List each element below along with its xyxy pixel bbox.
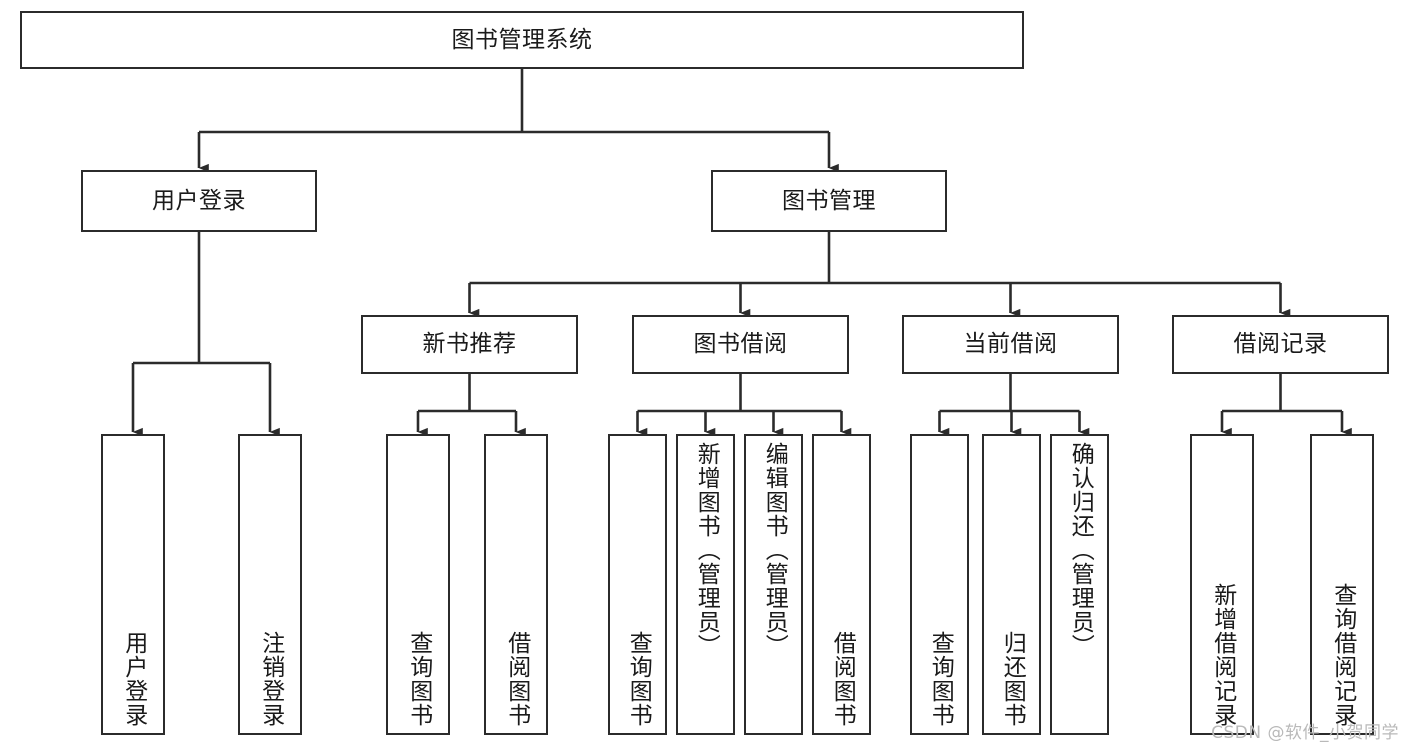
node-l-b1[interactable]: 借阅图书 (484, 434, 548, 735)
node-l-q2[interactable]: 查询图书 (608, 434, 667, 735)
node-label: 查询图书 (927, 631, 954, 727)
node-newbook[interactable]: 新书推荐 (361, 315, 578, 374)
node-l-addrec[interactable]: 新增借阅记录 (1190, 434, 1254, 735)
node-bookmgmt[interactable]: 图书管理 (711, 170, 947, 232)
node-label: 确认归还（管理员） (1067, 442, 1094, 658)
node-records[interactable]: 借阅记录 (1172, 315, 1389, 374)
node-login[interactable]: 用户登录 (81, 170, 317, 232)
node-l-b2[interactable]: 借阅图书 (812, 434, 871, 735)
node-label: 新增图书（管理员） (693, 442, 720, 658)
node-label: 归还图书 (999, 631, 1026, 727)
node-label: 新增借阅记录 (1209, 583, 1236, 727)
node-label: 借阅图书 (503, 631, 530, 727)
node-borrow[interactable]: 图书借阅 (632, 315, 849, 374)
watermark-label: CSDN @软件_小贺同学 (1211, 723, 1399, 743)
node-l-login[interactable]: 用户登录 (101, 434, 165, 735)
node-label: 编辑图书（管理员） (761, 442, 788, 658)
node-root[interactable]: 图书管理系统 (20, 11, 1024, 69)
node-label: 用户登录 (120, 631, 147, 727)
node-l-qrec[interactable]: 查询借阅记录 (1310, 434, 1374, 735)
node-l-q3[interactable]: 查询图书 (910, 434, 969, 735)
node-label: 注销登录 (257, 631, 284, 727)
node-label: 查询图书 (405, 631, 432, 727)
node-l-logout[interactable]: 注销登录 (238, 434, 302, 735)
node-current[interactable]: 当前借阅 (902, 315, 1119, 374)
node-l-edit[interactable]: 编辑图书（管理员） (744, 434, 803, 735)
node-label: 查询借阅记录 (1329, 583, 1356, 727)
node-label: 借阅图书 (829, 631, 856, 727)
node-label: 查询图书 (625, 631, 652, 727)
node-l-ret[interactable]: 归还图书 (982, 434, 1041, 735)
node-l-add[interactable]: 新增图书（管理员） (676, 434, 735, 735)
node-l-conf[interactable]: 确认归还（管理员） (1050, 434, 1109, 735)
node-l-q1[interactable]: 查询图书 (386, 434, 450, 735)
